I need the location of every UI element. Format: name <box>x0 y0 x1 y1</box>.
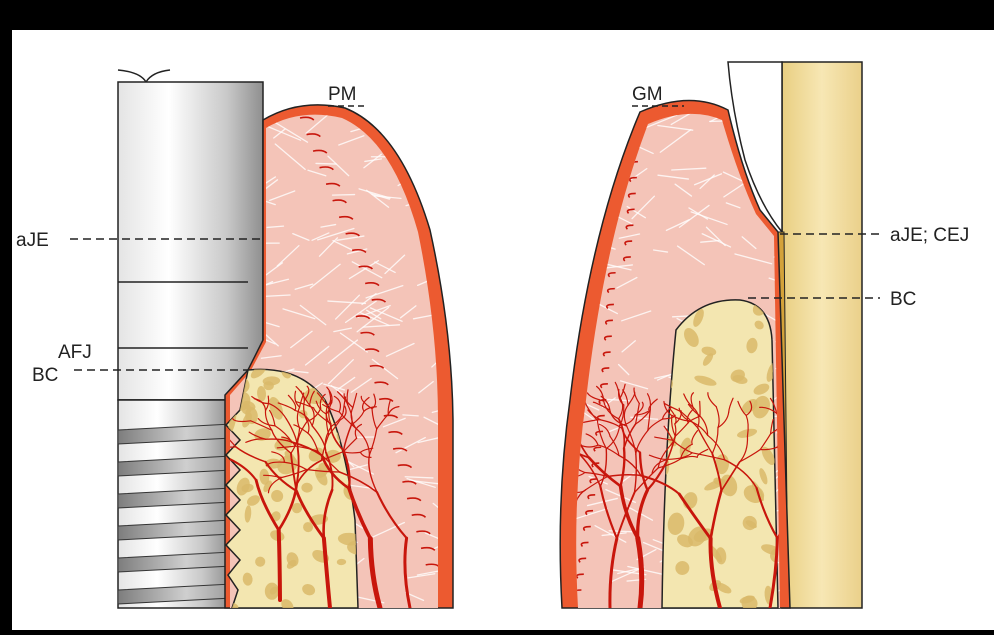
label-aje-cej: aJE; CEJ <box>890 225 969 246</box>
vessel-branch <box>279 530 280 600</box>
label-pm: PM <box>328 84 357 105</box>
collagen-fiber <box>333 195 355 196</box>
tooth-root <box>782 62 862 608</box>
label-gm: GM <box>632 84 663 105</box>
label-aje-left: aJE <box>16 230 49 251</box>
label-bc-left: BC <box>32 365 58 386</box>
collagen-fiber <box>316 163 336 164</box>
label-afj: AFJ <box>58 342 92 363</box>
label-bc-right: BC <box>890 289 916 310</box>
implant-collar <box>118 82 263 400</box>
